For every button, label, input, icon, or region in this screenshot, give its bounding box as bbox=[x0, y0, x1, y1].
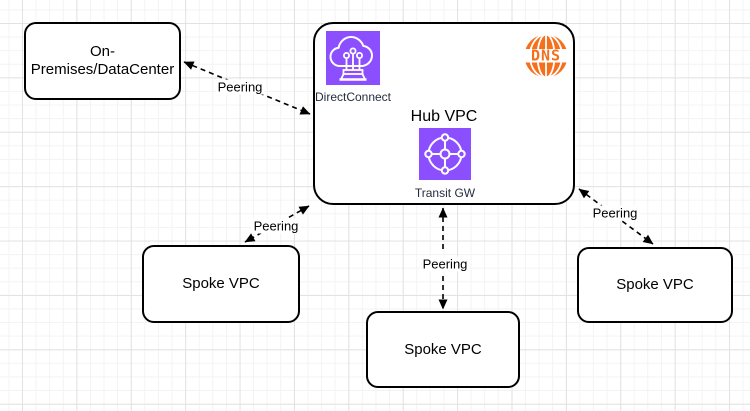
peering-label-hub-spoke-left[interactable]: Peering bbox=[251, 218, 301, 234]
direct-connect-glyph bbox=[326, 31, 380, 85]
hub-vpc-label: Hub VPC bbox=[410, 108, 478, 125]
hub-vpc-node[interactable]: DirectConnect DNS Hub VPC bbox=[313, 22, 575, 205]
peering-edge-onprem-hub[interactable] bbox=[183, 61, 311, 115]
dns-icon-text: DNS bbox=[531, 46, 561, 64]
dns-icon[interactable]: DNS bbox=[522, 32, 570, 80]
spoke-vpc-middle-label: Spoke VPC bbox=[404, 340, 482, 358]
peering-label-hub-spoke-middle[interactable]: Peering bbox=[420, 256, 470, 272]
on-premises-label: On- Premises/DataCenter bbox=[30, 43, 175, 78]
spoke-vpc-left-label: Spoke VPC bbox=[182, 275, 260, 292]
transit-gateway-label: Transit GW bbox=[414, 186, 476, 200]
transit-gateway-glyph bbox=[419, 128, 471, 180]
direct-connect-label: DirectConnect bbox=[314, 90, 392, 104]
spoke-vpc-left-node[interactable]: Spoke VPC bbox=[142, 245, 300, 323]
peering-label-onprem-hub[interactable]: Peering bbox=[215, 79, 265, 95]
spoke-vpc-right-label: Spoke VPC bbox=[616, 276, 694, 293]
spoke-vpc-right-node[interactable]: Spoke VPC bbox=[577, 247, 733, 323]
dns-glyph: DNS bbox=[522, 33, 570, 79]
transit-gateway-icon[interactable] bbox=[419, 128, 471, 180]
on-premises-node[interactable]: On- Premises/DataCenter bbox=[24, 22, 181, 100]
peering-label-hub-spoke-right[interactable]: Peering bbox=[590, 205, 640, 221]
direct-connect-icon[interactable] bbox=[326, 31, 380, 85]
spoke-vpc-middle-node[interactable]: Spoke VPC bbox=[366, 311, 520, 388]
